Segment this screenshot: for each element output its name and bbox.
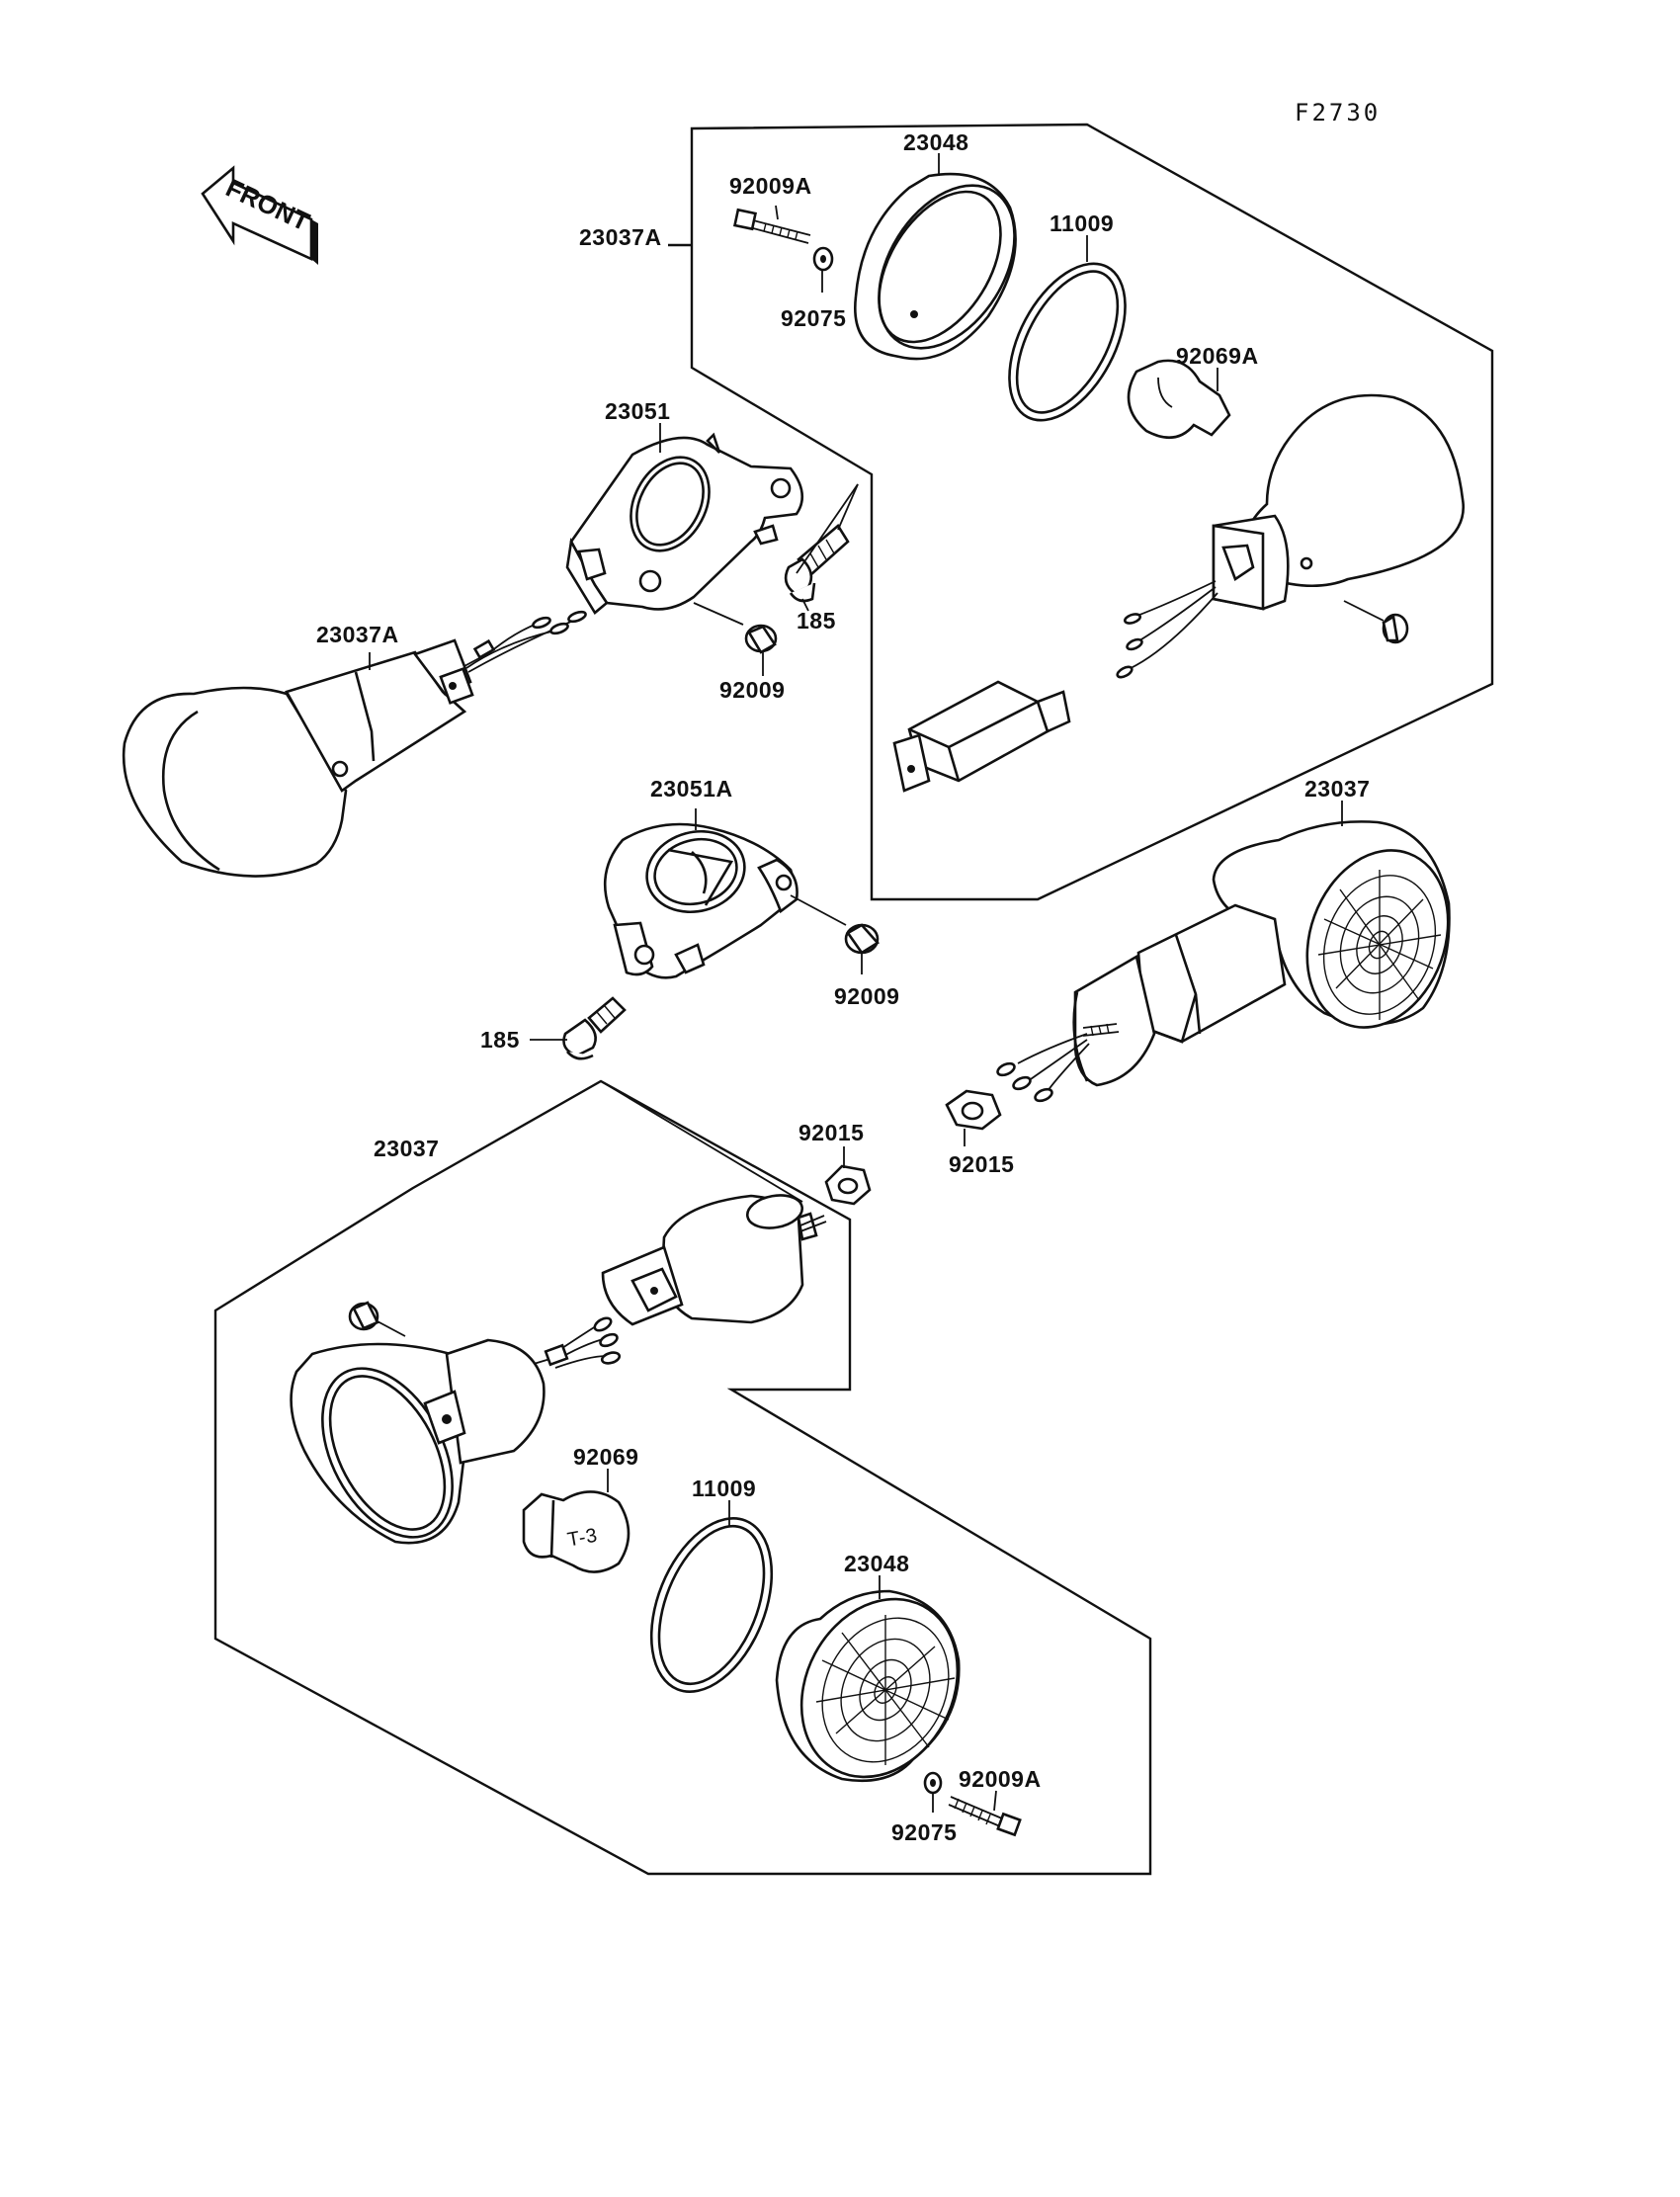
washer-92075-bottom (923, 1771, 943, 1813)
turn-signal-housing-bottom (290, 1316, 622, 1545)
screw-92009A-bottom (948, 1790, 1022, 1837)
bulb-92069A (1127, 359, 1231, 439)
mounting-stem-top-right (892, 680, 1071, 793)
label-11009-top: 11009 (1050, 211, 1114, 236)
screw-housing-top (1343, 600, 1409, 644)
label-92075-top: 92075 (781, 305, 846, 331)
label-23051A: 23051A (650, 776, 733, 802)
wire-harness-bottom (533, 1316, 622, 1369)
bolt-185-mid (530, 996, 627, 1060)
wire-harness-right (996, 1033, 1090, 1103)
wire-harness-left (463, 610, 587, 673)
label-11009-bottom: 11009 (692, 1476, 756, 1501)
bulb-marking: T-3 (566, 1525, 600, 1552)
label-92069: 92069 (573, 1444, 638, 1470)
assembly-outline-23037 (213, 1079, 1152, 1876)
label-23037A-left: 23037A (316, 622, 399, 647)
label-92009A-bottom: 92009A (959, 1766, 1042, 1792)
gasket-11009-top (1008, 235, 1127, 422)
label-92015-bottom: 92015 (798, 1120, 864, 1145)
turn-signal-left-23037A (122, 610, 587, 878)
screw-housing-bottom (348, 1301, 406, 1337)
nut-92015-right (945, 1089, 1002, 1146)
label-185-mid: 185 (480, 1027, 520, 1053)
label-92009A-top: 92009A (729, 173, 812, 199)
label-92015-right: 92015 (949, 1151, 1014, 1177)
label-23037-bottom: 23037 (374, 1136, 439, 1161)
washer-92075-top (812, 246, 834, 293)
label-92075-bottom: 92075 (891, 1819, 957, 1845)
lens-pattern-bottom (815, 1615, 956, 1765)
assembly-outline-23037A (668, 123, 1494, 901)
stud-right (1082, 1023, 1120, 1037)
bracket-23051A (603, 808, 798, 979)
lens-rim-23048-top (854, 153, 1017, 361)
label-23048-top: 23048 (903, 129, 968, 155)
wire-harness-top (1116, 580, 1218, 679)
lens-pattern-right (1317, 870, 1442, 1020)
socket-bottom (601, 1194, 827, 1326)
label-23051: 23051 (605, 398, 670, 424)
screw-92009-top (693, 602, 778, 676)
label-92009-mid: 92009 (834, 983, 899, 1009)
figure-code: F2730 (1295, 99, 1381, 127)
lens-23048-bottom (775, 1575, 961, 1783)
bolt-185-top (784, 483, 859, 612)
label-92009-top: 92009 (719, 677, 785, 703)
label-23037-right: 23037 (1304, 776, 1370, 802)
screw-92009-mid (790, 894, 880, 974)
nut-92015-bottom (824, 1146, 872, 1206)
label-23048-bottom: 23048 (844, 1551, 909, 1576)
front-arrow-icon: FRONT (201, 165, 318, 265)
label-185-top: 185 (797, 608, 836, 634)
part-labels: 23037A 92009A 23048 11009 92075 92069A 2… (316, 129, 1370, 1845)
turn-signal-housing-top-right (1116, 393, 1466, 679)
turn-signal-right-23037 (996, 801, 1451, 1103)
label-92069A: 92069A (1176, 343, 1259, 369)
label-23037A-top: 23037A (579, 224, 662, 250)
gasket-11009-bottom (649, 1500, 774, 1693)
screw-92009A-top (732, 205, 811, 244)
bulb-92069: T-3 (522, 1469, 630, 1573)
bracket-23051 (565, 423, 804, 615)
